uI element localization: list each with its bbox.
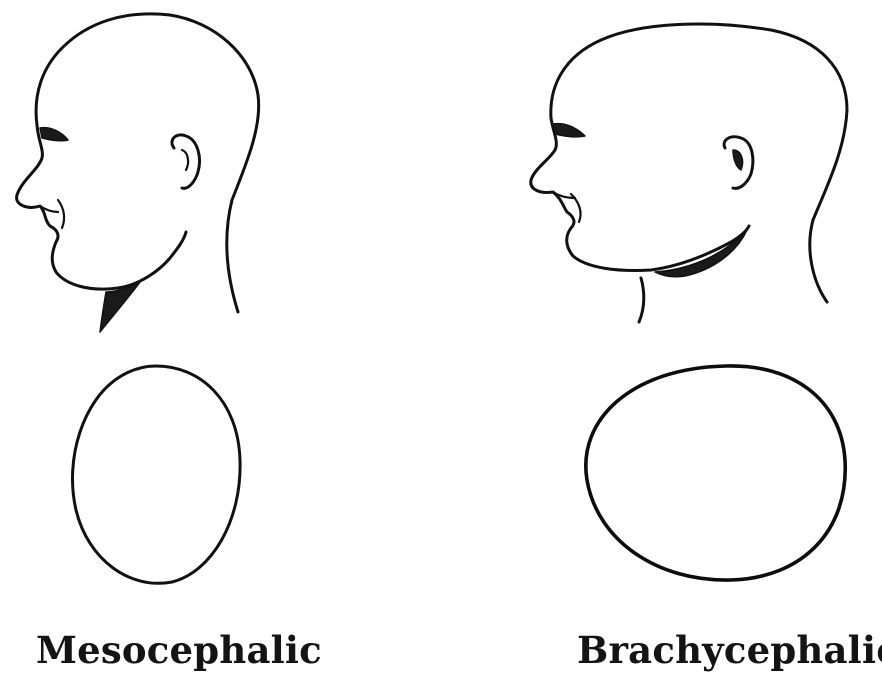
brachycephalic-panel: Brachycephalic (441, 0, 882, 677)
mesocephalic-skull-oval (72, 366, 240, 583)
brachycephalic-top-view (441, 0, 882, 677)
mesocephalic-panel: Mesocephalic (0, 0, 441, 677)
brachycephalic-label: Brachycephalic (577, 628, 882, 672)
mesocephalic-top-view (0, 0, 441, 677)
mesocephalic-label: Mesocephalic (36, 628, 322, 672)
brachycephalic-skull-oval (586, 366, 845, 580)
